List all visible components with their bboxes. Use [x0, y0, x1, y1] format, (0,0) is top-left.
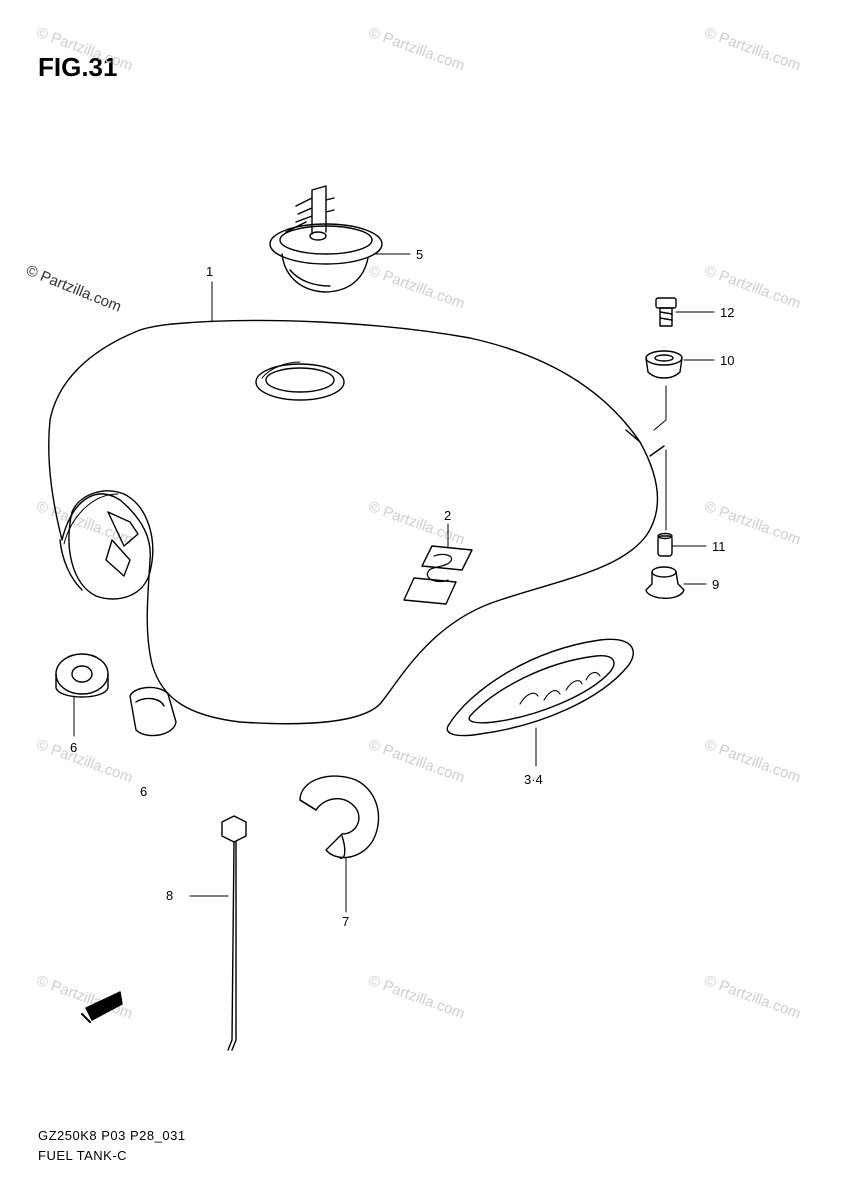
fuel-tank: [48, 319, 665, 725]
tank-knee-recess: [59, 490, 154, 600]
cushion-9: [645, 566, 685, 599]
grommet-10: [645, 350, 683, 379]
callout-7: 7: [342, 914, 349, 929]
front-arrow-icon: [81, 991, 123, 1023]
cushion-6-a: [55, 653, 109, 698]
fuel-cap: [269, 185, 383, 293]
callout-9: 9: [712, 577, 719, 592]
callout-10: 10: [720, 353, 734, 368]
callout-6a: 6: [70, 740, 77, 755]
leader-vertical-right: [653, 385, 667, 531]
callout-1: 1: [206, 264, 213, 279]
bolt-12: [655, 297, 677, 327]
figure-caption: FUEL TANK-C: [38, 1148, 128, 1163]
cable-tie-8: [221, 815, 247, 1051]
callout-8: 8: [166, 888, 173, 903]
callout-11: 11: [712, 539, 726, 554]
emblem-s: [403, 545, 473, 605]
callout-3-4: 3·4: [524, 772, 543, 787]
tank-badge: [446, 638, 634, 737]
callout-12: 12: [720, 305, 734, 320]
callout-5: 5: [416, 247, 423, 262]
figure-code: GZ250K8 P03 P28_031: [38, 1128, 186, 1143]
collar-11: [657, 532, 673, 557]
callout-2: 2: [444, 508, 451, 523]
callout-6b: 6: [140, 784, 147, 799]
cushion-6-b: [129, 686, 177, 737]
clamp-7: [299, 775, 380, 859]
figure-title: FIG.31: [38, 52, 118, 82]
